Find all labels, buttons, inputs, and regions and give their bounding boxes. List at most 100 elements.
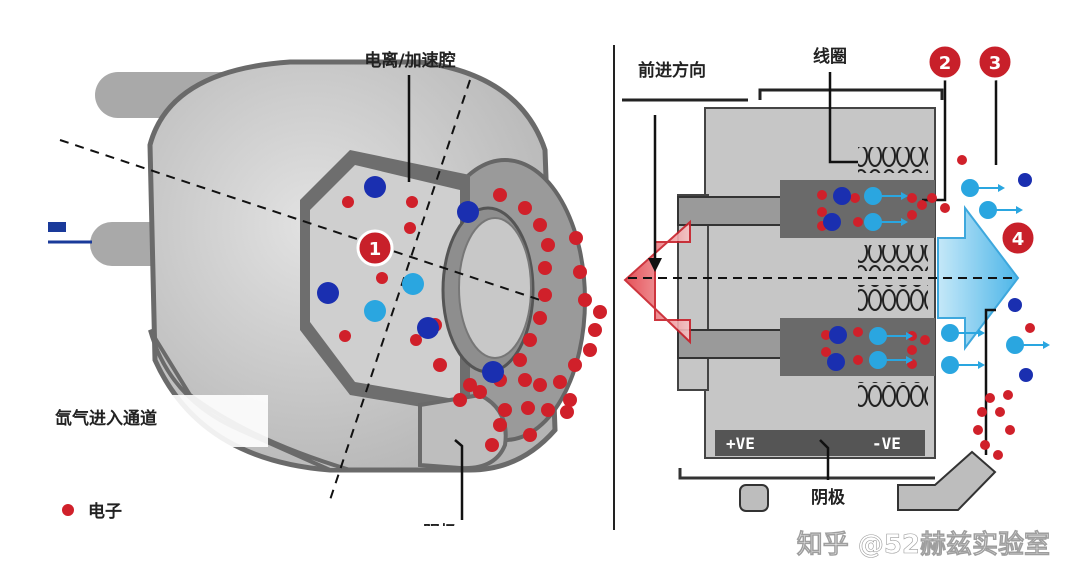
electron-dot xyxy=(821,330,831,340)
electron-dot xyxy=(541,238,555,252)
electron-dot xyxy=(541,403,555,417)
coil-4 xyxy=(858,382,928,408)
ion-velocity-arrowhead xyxy=(978,361,985,369)
electron-dot xyxy=(523,428,537,442)
gas-inlet-mark xyxy=(48,222,66,232)
electron-dot xyxy=(1025,323,1035,333)
electron-dot xyxy=(907,210,917,220)
electron-dot xyxy=(521,401,535,415)
ion-dot-light xyxy=(864,187,882,205)
ion-velocity-arrowhead xyxy=(1043,341,1050,349)
electron-dot xyxy=(533,311,547,325)
marker-4-text: 4 xyxy=(1012,229,1025,250)
channel-top xyxy=(780,180,935,238)
electron-dot xyxy=(406,196,418,208)
electron-dot xyxy=(573,265,587,279)
ion-dot-dark xyxy=(482,361,504,383)
electron-dot xyxy=(973,425,983,435)
marker-1: 1 xyxy=(356,229,394,267)
electron-dot xyxy=(821,347,831,357)
label-direction: 前进方向 xyxy=(638,60,706,81)
voltage-strip xyxy=(715,430,925,456)
electron-dot xyxy=(485,438,499,452)
right-panel: 线圈 +VE -VE 阴极 前进方向 2 3 xyxy=(622,43,1050,512)
marker-3: 3 xyxy=(976,43,1014,81)
electron-dot xyxy=(850,193,860,203)
marker-1-text: 1 xyxy=(369,239,382,260)
label-cathode-cut: 阴极 xyxy=(423,523,457,543)
ion-velocity-arrowhead xyxy=(906,356,913,364)
electron-dot xyxy=(980,440,990,450)
ion-dot-light xyxy=(364,300,386,322)
electron-dot xyxy=(927,193,937,203)
ion-velocity-arrowhead xyxy=(978,329,985,337)
marker-4-circle xyxy=(999,219,1037,257)
pointer-direction-head xyxy=(648,258,662,272)
coil-1 xyxy=(858,147,928,173)
pointer-cathode-right xyxy=(819,439,830,480)
electron-dot xyxy=(498,403,512,417)
electron-dot xyxy=(583,343,597,357)
electron-dot xyxy=(533,378,547,392)
electron-dot xyxy=(339,330,351,342)
electron-dot xyxy=(513,353,527,367)
watermark: 知乎 @52赫兹实验室 xyxy=(797,529,1050,560)
electron-dot xyxy=(817,190,827,200)
ion-dot-dark xyxy=(833,187,851,205)
ion-dot-dark xyxy=(364,176,386,198)
coil-3 xyxy=(858,285,928,311)
electron-dot xyxy=(995,407,1005,417)
ion-dot-dark xyxy=(829,326,847,344)
ion-dot-dark xyxy=(317,282,339,304)
electron-dot xyxy=(920,335,930,345)
electron-dot xyxy=(593,305,607,319)
electron-dot xyxy=(907,345,917,355)
electron-dot xyxy=(518,373,532,387)
pointer-cathode-left xyxy=(454,439,464,520)
inner-pole-face xyxy=(458,217,532,359)
electron-dot xyxy=(1003,390,1013,400)
electron-dot xyxy=(473,385,487,399)
legend: 电子 xyxy=(62,501,122,522)
electron-dot xyxy=(493,188,507,202)
section-line xyxy=(329,79,471,501)
left-panel: 1 氙气进入通道 电离/加速腔 电子 阴极 xyxy=(40,50,607,543)
label-coil: 线圈 xyxy=(813,46,847,67)
electron-dot xyxy=(569,231,583,245)
cathode-tube xyxy=(418,392,508,471)
electron-dot xyxy=(560,405,574,419)
marker-2: 2 xyxy=(926,43,964,81)
electron-dot xyxy=(917,200,927,210)
legend-electron-dot xyxy=(62,504,74,516)
marker-3-text: 3 xyxy=(989,53,1002,74)
electron-dot xyxy=(578,293,592,307)
pointer-marker-4 xyxy=(984,308,996,455)
electron-dot xyxy=(533,218,547,232)
ion-dot-dark xyxy=(457,201,479,223)
marker-1-circle xyxy=(356,229,394,267)
ion-dot-light xyxy=(869,327,887,345)
thrust-arrow xyxy=(623,219,691,345)
electron-dot xyxy=(985,393,995,403)
right-particles xyxy=(817,155,1050,460)
ion-dot-light xyxy=(869,351,887,369)
electron-dot xyxy=(1005,425,1015,435)
electron-dot xyxy=(993,450,1003,460)
label-cathode: 阴极 xyxy=(811,488,845,508)
axis-line xyxy=(59,139,541,301)
marker-2-circle xyxy=(926,43,964,81)
electron-dot xyxy=(907,193,917,203)
coil-2 xyxy=(858,245,928,271)
ion-dot-dark xyxy=(1008,298,1022,312)
ion-dot-light xyxy=(1006,336,1024,354)
electron-dot xyxy=(853,327,863,337)
electron-dot xyxy=(342,196,354,208)
ion-dot-light xyxy=(402,273,424,295)
ion-dot-dark xyxy=(417,317,439,339)
electron-dot xyxy=(538,288,552,302)
label-gas-inlet: 氙气进入通道 xyxy=(55,408,157,429)
ion-dot-light xyxy=(941,324,959,342)
electron-dot xyxy=(563,393,577,407)
ion-dot-dark xyxy=(1019,368,1033,382)
